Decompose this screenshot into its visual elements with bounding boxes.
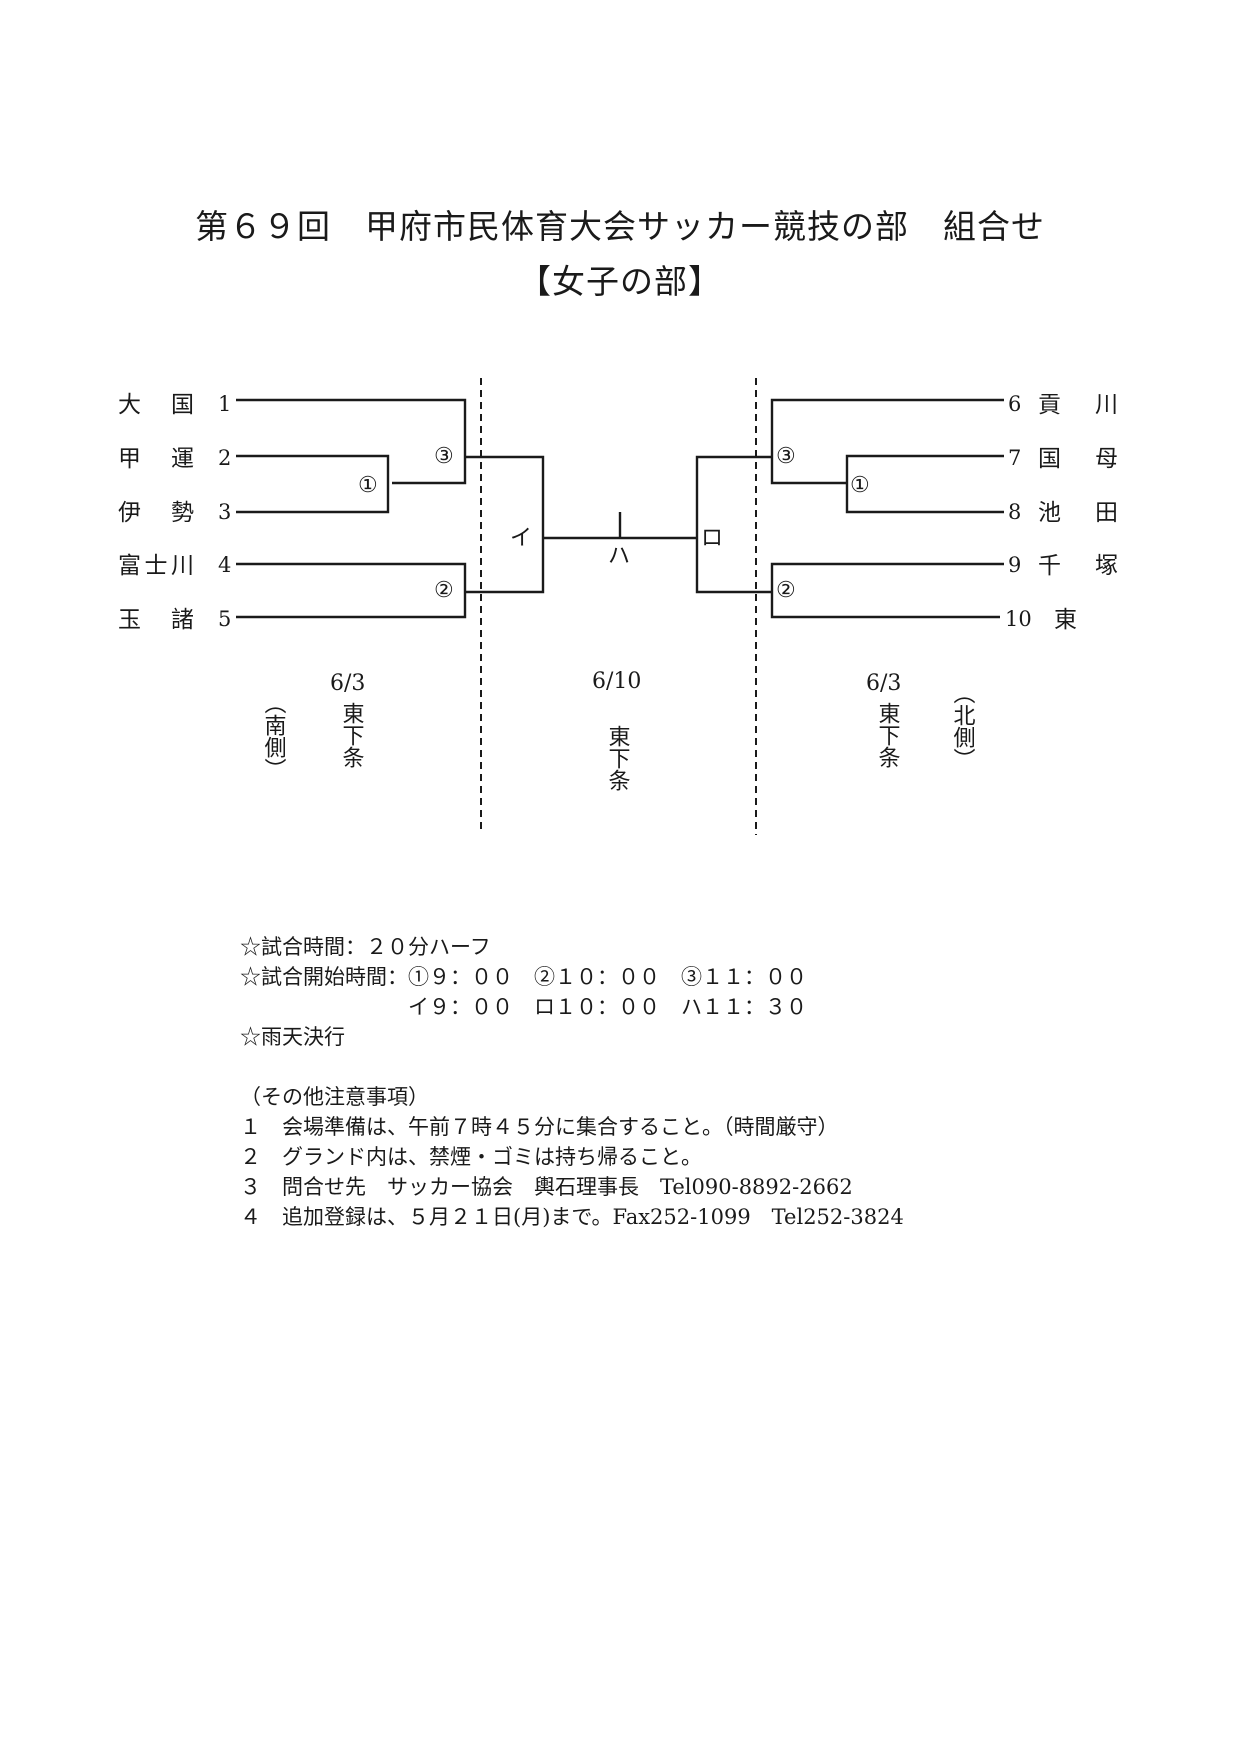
venue-place-right: 東下条 [875, 702, 901, 768]
seed-number-right: 9 [1008, 553, 1021, 577]
page-title: 第６９回 甲府市民体育大会サッカー競技の部 組合せ [195, 207, 1045, 246]
start-time-text: ☆試合開始時間：①９：００ ②１０：００ ③１１：００ [240, 965, 807, 989]
bracket-line-right-ro [695, 455, 772, 594]
team-name-left: 甲 運 [118, 446, 194, 472]
venue-side-left: （南側） [261, 692, 287, 780]
seed-number-right: 7 [1008, 446, 1021, 470]
team-name-left: 大 国 [118, 392, 194, 418]
venue-date-center: 6/10 [592, 669, 641, 694]
match-number-right-1: ① [850, 473, 870, 498]
match-number-left-1: ① [358, 473, 378, 498]
match-label-ro: ロ [701, 526, 723, 551]
match-label-ha: ハ [608, 544, 630, 569]
rain-policy-text: ☆雨天決行 [240, 1025, 345, 1049]
seed-number-right: 10 [1005, 607, 1032, 631]
seed-number-left: 3 [218, 500, 231, 524]
team-name-right: 千 塚 [1038, 553, 1118, 579]
note-item: ４ 追加登録は、５月２１日(月)まで。Fax252-1099 Tel252-38… [240, 1205, 904, 1229]
seed-number-right: 8 [1008, 500, 1021, 524]
team-name-right: 国 母 [1038, 446, 1118, 472]
other-notes-header: （その他注意事項） [240, 1085, 429, 1109]
team-name-right: 東 [1054, 607, 1077, 633]
match-number-right-2: ② [776, 578, 796, 603]
bracket-line-right-m1 [845, 454, 1004, 514]
bracket-line-left-m1 [236, 454, 390, 514]
notes-section: ☆試合時間：２０分ハーフ ☆試合開始時間：①９：００ ②１０：００ ③１１：００… [240, 932, 1140, 1232]
venue-date-right: 6/3 [866, 671, 901, 696]
seed-number-left: 2 [218, 446, 231, 470]
start-time-text-2: イ９：００ ロ１０：００ ハ１１：３０ [240, 995, 807, 1019]
seed-number-right: 6 [1008, 392, 1021, 416]
bracket-line-right-m3 [770, 398, 1004, 485]
note-item: ３ 問合せ先 サッカー協会 輿石理事長 Tel090-8892-2662 [240, 1175, 853, 1199]
note-item: １ 会場準備は、午前７時４５分に集合すること。（時間厳守） [240, 1115, 839, 1139]
bracket-line-left-m3 [236, 398, 467, 485]
match-time-text: ☆試合時間：２０分ハーフ [240, 935, 491, 959]
seed-number-left: 5 [218, 607, 231, 631]
bracket-line-left-m2 [236, 562, 467, 619]
venue-place-left: 東下条 [339, 702, 365, 768]
team-name-left: 玉 諸 [118, 607, 194, 633]
bracket-line-left-i [465, 455, 545, 594]
venue-place-center: 東下条 [605, 725, 631, 791]
team-name-right: 池 田 [1038, 500, 1118, 526]
note-item: ２ グランド内は、禁煙・ゴミは持ち帰ること。 [240, 1145, 702, 1169]
page-subtitle: 【女子の部】 [518, 262, 722, 301]
venue-date-left: 6/3 [330, 671, 365, 696]
match-number-left-2: ② [434, 578, 454, 603]
venue-side-right: （北側） [950, 682, 976, 770]
seed-number-left: 4 [218, 553, 231, 577]
match-number-right-3: ③ [776, 444, 796, 469]
match-number-left-3: ③ [434, 444, 454, 469]
seed-number-left: 1 [218, 392, 231, 416]
match-label-i: イ [510, 526, 532, 551]
team-name-right: 貢 川 [1038, 392, 1118, 418]
team-name-left: 富士川 [118, 553, 194, 579]
team-name-left: 伊 勢 [118, 500, 194, 526]
bracket-line-right-m2 [770, 562, 1004, 619]
